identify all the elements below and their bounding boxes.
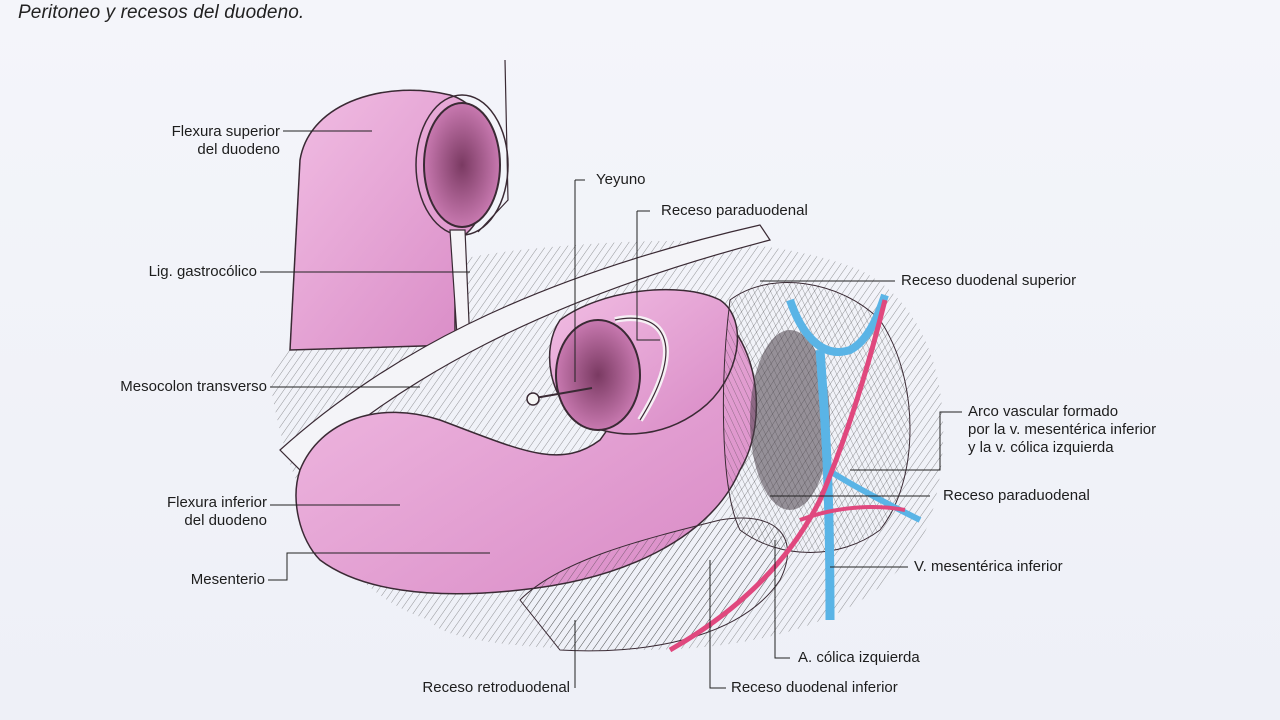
label-lig-gastrocolico: Lig. gastrocólico bbox=[148, 263, 257, 280]
label-v-mesenterica-inferior: V. mesentérica inferior bbox=[914, 558, 1063, 575]
label-receso-paraduodenal-top: Receso paraduodenal bbox=[661, 202, 808, 219]
label-yeyuno: Yeyuno bbox=[596, 171, 646, 188]
label-flexura-superior-line1: Flexura superior bbox=[171, 123, 280, 140]
label-receso-duodenal-superior: Receso duodenal superior bbox=[901, 272, 1077, 289]
yeyuno-lumen bbox=[555, 319, 641, 431]
label-receso-retroduodenal: Receso retroduodenal bbox=[422, 679, 570, 696]
mesocolon-band bbox=[279, 224, 771, 471]
figure-title: Peritoneo y recesos del duodeno. bbox=[18, 2, 305, 23]
label-arco-line1: Arco vascular formado bbox=[968, 403, 1119, 420]
flexura-superior-lumen bbox=[423, 102, 501, 228]
label-flexura-superior: Flexura superior del duodeno bbox=[120, 123, 280, 159]
a-colica-izquierda-vessel bbox=[668, 299, 888, 653]
label-a-colica-izquierda: A. cólica izquierda bbox=[798, 649, 920, 666]
label-flexura-inferior-line1: Flexura inferior bbox=[166, 494, 267, 511]
label-mesocolon-transverso: Mesocolon transverso bbox=[120, 378, 267, 395]
label-arco-line3: y la v. cólica izquierda bbox=[968, 439, 1114, 456]
label-receso-duodenal-inferior: Receso duodenal inferior bbox=[731, 679, 898, 696]
v-mesenterica-inferior-vessel bbox=[786, 293, 889, 356]
label-receso-paraduodenal-right: Receso paraduodenal bbox=[943, 487, 1090, 504]
label-mesenterio: Mesenterio bbox=[190, 571, 265, 588]
label-arco-vascular: Arco vascular formado por la v. mesentér… bbox=[968, 403, 1156, 457]
label-arco-line2: por la v. mesentérica inferior bbox=[968, 421, 1157, 438]
label-flexura-superior-line2: del duodeno bbox=[197, 141, 280, 158]
label-flexura-inferior-line2: del duodeno bbox=[184, 512, 267, 529]
label-flexura-inferior: Flexura inferior del duodeno bbox=[110, 494, 267, 530]
